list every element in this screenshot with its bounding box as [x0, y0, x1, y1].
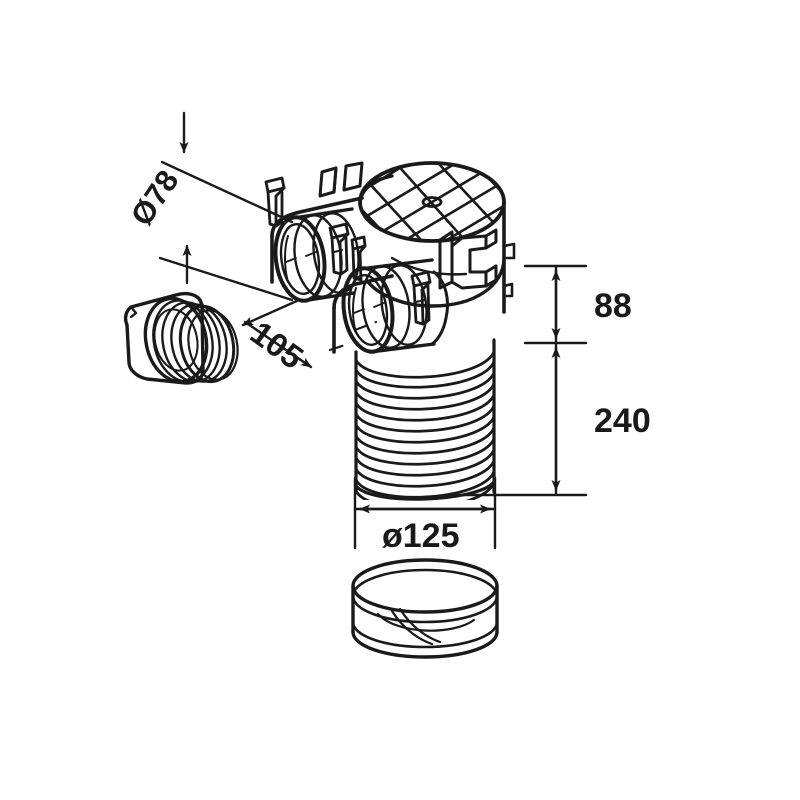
dimension-dia125 — [353, 476, 497, 550]
clamp-latch-lower — [410, 270, 432, 326]
dimension-label-88: 88 — [594, 287, 632, 325]
dimension-label-dia125: ø125 — [382, 517, 460, 555]
dimension-240 — [446, 341, 588, 497]
mounting-bracket — [438, 228, 498, 290]
part-flex-duct — [354, 338, 496, 501]
dimension-105 — [241, 298, 378, 369]
dimension-label-240: 240 — [594, 402, 651, 440]
part-seal-ring — [123, 291, 239, 385]
clamp-latch-upper-left — [264, 176, 286, 228]
clamp-latch-upper-rim — [328, 222, 350, 276]
part-port-upper — [264, 176, 367, 303]
part-collar-ring — [351, 558, 499, 659]
dimension-dia78 — [158, 111, 294, 302]
top-fins — [318, 161, 364, 198]
dimension-88 — [523, 264, 588, 345]
part-port-lower — [341, 258, 449, 354]
